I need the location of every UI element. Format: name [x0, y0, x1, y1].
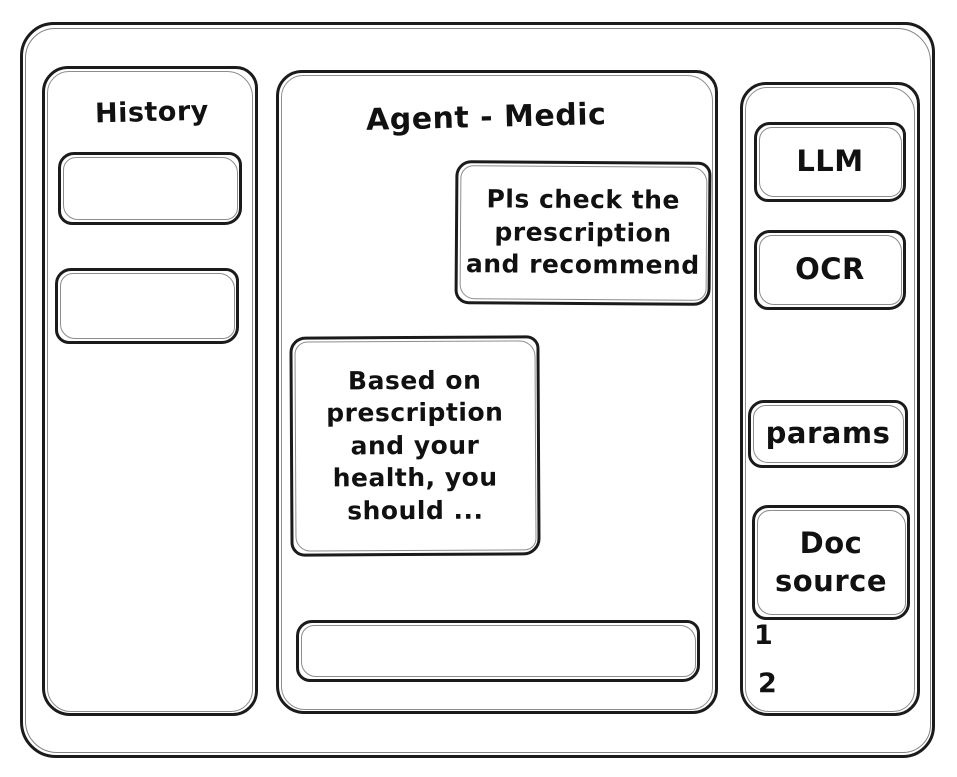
message-input[interactable] — [296, 620, 700, 682]
message-line: and recommend — [465, 249, 700, 281]
message-line: Pls check the — [486, 184, 681, 215]
ocr-button-label: OCR — [795, 252, 865, 287]
chat-panel — [276, 70, 718, 714]
tools-panel — [740, 82, 920, 716]
doc-source-list-item-1[interactable]: 1 — [754, 620, 774, 651]
assistant-message-bubble: Based on prescription and your health, y… — [289, 335, 541, 557]
user-message-bubble: Pls check the prescription and recommend — [454, 160, 712, 306]
doc-source-list-item-2[interactable]: 2 — [758, 668, 778, 699]
params-button-label: params — [765, 416, 891, 451]
ocr-button[interactable]: OCR — [754, 230, 906, 310]
message-line: health, you — [332, 462, 498, 493]
page-title: Agent - Medic — [365, 97, 607, 138]
llm-button-label: LLM — [796, 144, 864, 179]
params-button[interactable]: params — [748, 400, 908, 468]
app-window-frame — [20, 22, 935, 758]
message-line: prescription — [326, 397, 504, 428]
message-line: and your — [350, 430, 480, 461]
doc-source-button[interactable]: Doc source — [752, 505, 910, 620]
message-line: Based on — [347, 365, 482, 396]
user-message-text: Pls check the prescription and recommend — [458, 163, 709, 303]
history-item-2[interactable] — [55, 268, 239, 344]
history-item-1[interactable] — [58, 152, 242, 225]
message-line: should ... — [347, 495, 484, 526]
message-line: prescription — [494, 217, 672, 248]
assistant-message-text: Based on prescription and your health, y… — [292, 338, 537, 553]
doc-source-button-label: Doc source — [775, 526, 887, 598]
history-panel — [42, 66, 258, 716]
history-title: History — [94, 95, 210, 130]
llm-button[interactable]: LLM — [754, 122, 906, 202]
